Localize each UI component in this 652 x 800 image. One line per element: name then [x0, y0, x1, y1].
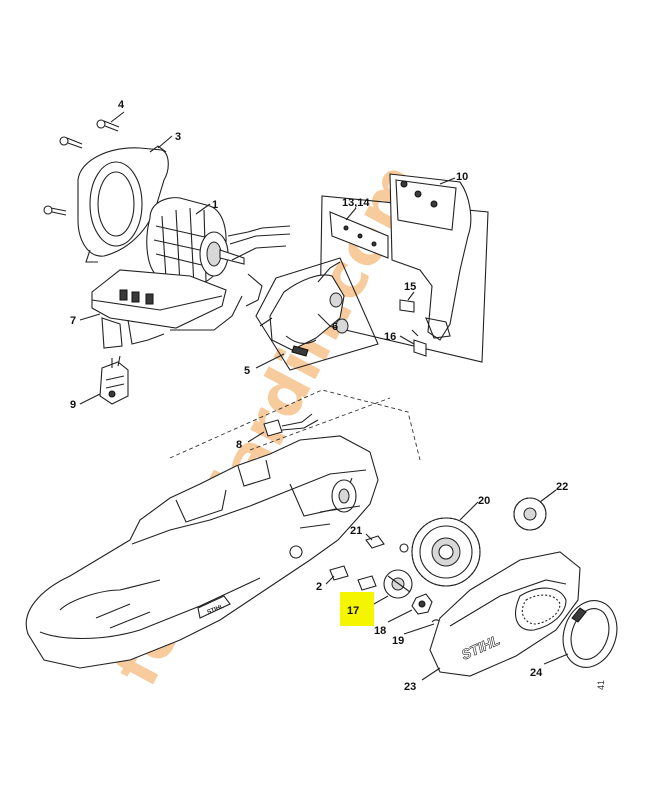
part-label-17: 17	[347, 605, 359, 617]
part-label-13-14: 13,14	[342, 197, 370, 209]
part-label-4: 4	[118, 99, 125, 111]
ignition-coil	[146, 197, 291, 307]
part-label-20: 20	[478, 495, 490, 507]
part-labels: 4 3 1 7 9 10 13,14 15 16 6 5 8 20 22 21 …	[70, 99, 606, 693]
switch-component	[99, 355, 129, 405]
crankcase-housing: STIHL	[25, 389, 421, 669]
part-label-1: 1	[212, 199, 218, 211]
base-plate	[91, 269, 243, 349]
oil-hose-part	[263, 413, 319, 437]
part-label-18: 18	[374, 625, 386, 637]
adjuster-worm	[383, 569, 413, 599]
ignition-assembly	[43, 119, 291, 405]
cover-cap	[562, 600, 618, 668]
part-label-3: 3	[175, 131, 181, 143]
part-label-23: 23	[404, 681, 416, 693]
part-label-22: 22	[556, 481, 568, 493]
part-label-2: 2	[316, 581, 322, 593]
corner-code: 41	[596, 680, 606, 690]
gear-wheel	[411, 517, 481, 587]
part-label-10: 10	[456, 171, 468, 183]
part-label-7: 7	[70, 315, 76, 327]
adjuster-nut	[411, 593, 433, 615]
sprocket-cover: STIHL	[429, 551, 581, 677]
leader-lines	[79, 111, 569, 681]
bracket-assembly	[319, 173, 489, 363]
part-label-16: 16	[384, 331, 396, 343]
part-label-19: 19	[392, 635, 404, 647]
part-label-5: 5	[244, 365, 250, 377]
part-label-24: 24	[530, 667, 543, 679]
small-sprocket	[513, 497, 547, 531]
anti-vibration-assembly	[255, 257, 379, 371]
part-label-6: 6	[332, 321, 338, 333]
part-label-21: 21	[350, 525, 362, 537]
part-label-8: 8	[236, 439, 242, 451]
highlight-box	[340, 592, 374, 626]
part-label-9: 9	[70, 399, 76, 411]
screw-icon	[43, 119, 120, 216]
part-label-15: 15	[404, 281, 416, 293]
fan-housing	[77, 145, 169, 263]
